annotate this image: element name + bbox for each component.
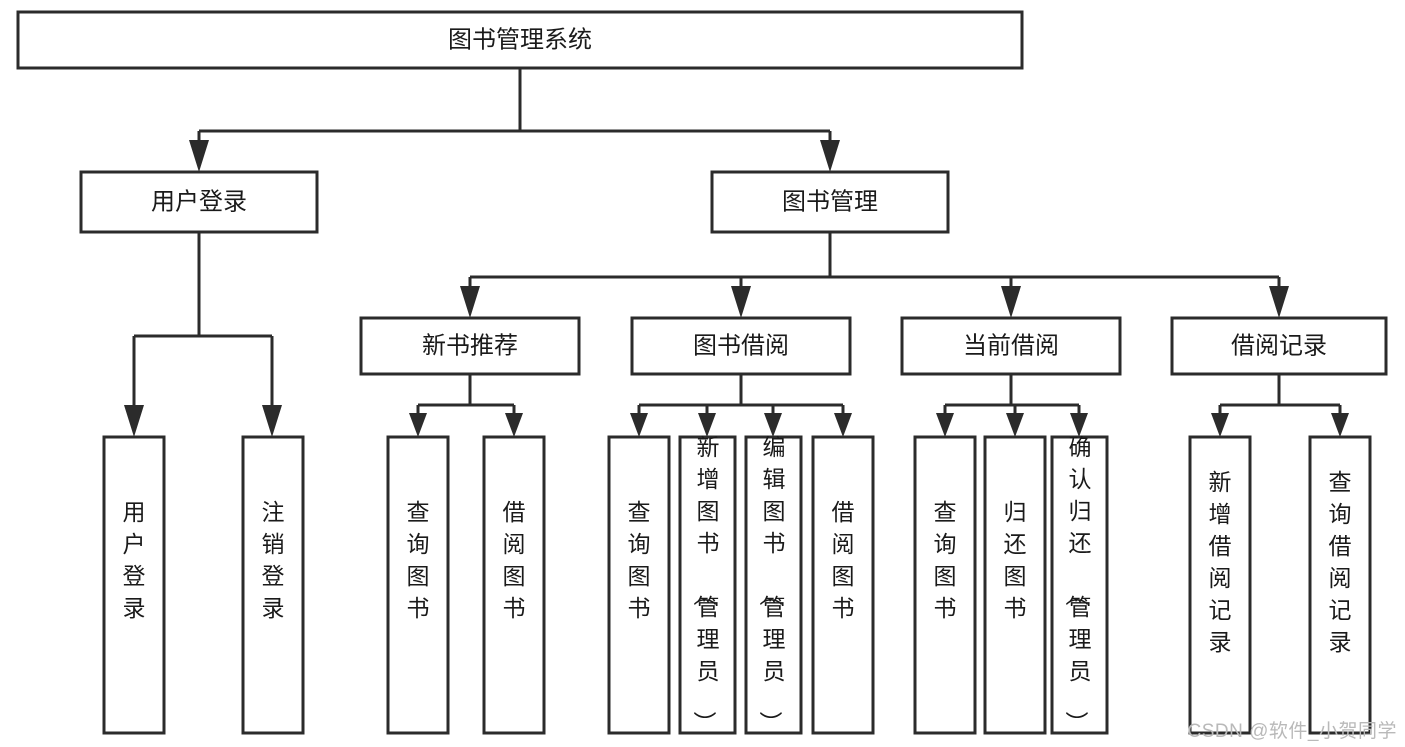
node-current-label: 当前借阅 xyxy=(963,332,1059,359)
arrow-icon-to-user-login xyxy=(189,140,209,172)
arrow-icon-to-l3 xyxy=(409,413,427,437)
node-leaf-l10[interactable]: 归还图书 xyxy=(983,435,1047,735)
node-leaf-l5-box[interactable] xyxy=(607,435,671,735)
node-current-box[interactable] xyxy=(900,316,1122,376)
node-book-mgmt-box[interactable] xyxy=(710,170,950,234)
node-records-label: 借阅记录 xyxy=(1231,332,1327,359)
node-current[interactable]: 当前借阅 xyxy=(900,316,1122,376)
node-new-rec[interactable]: 新书推荐 xyxy=(359,316,581,376)
arrow-icon-to-records xyxy=(1269,286,1289,318)
node-leaf-l1-box[interactable] xyxy=(102,435,166,735)
node-leaf-l13-label: 查询借阅记录 xyxy=(1329,469,1352,655)
node-leaf-l12[interactable]: 新增借阅记录 xyxy=(1188,435,1252,735)
arrow-icon-to-l10 xyxy=(1006,413,1024,437)
node-leaf-l7-label: 编辑图书（管理员） xyxy=(758,434,786,734)
node-root-label: 图书管理系统 xyxy=(448,26,592,53)
arrow-icon-to-new-rec xyxy=(460,286,480,318)
node-borrow-label: 图书借阅 xyxy=(693,332,789,359)
node-leaf-l10-label: 归还图书 xyxy=(1004,499,1027,621)
node-root-box[interactable] xyxy=(16,10,1024,70)
node-user-login-label: 用户登录 xyxy=(151,188,247,215)
node-leaf-l13[interactable]: 查询借阅记录 xyxy=(1308,435,1372,735)
node-leaf-l4[interactable]: 借阅图书 xyxy=(482,435,546,735)
node-new-rec-box[interactable] xyxy=(359,316,581,376)
node-leaf-l2[interactable]: 注销登录 xyxy=(241,435,305,735)
node-user-login-box[interactable] xyxy=(79,170,319,234)
node-leaf-l1[interactable]: 用户登录 xyxy=(102,435,166,735)
arrowhead-layer xyxy=(124,140,1349,437)
node-leaf-l11-box[interactable] xyxy=(1050,435,1109,735)
node-leaf-l9-label: 查询图书 xyxy=(934,499,957,621)
node-leaf-l6-box[interactable] xyxy=(678,435,737,735)
arrow-icon-to-l12 xyxy=(1211,413,1229,437)
node-leaf-l3[interactable]: 查询图书 xyxy=(386,435,450,735)
arrow-icon-to-l13 xyxy=(1331,413,1349,437)
node-leaf-l7[interactable]: 编辑图书（管理员） xyxy=(744,434,803,735)
arrow-icon-to-l9 xyxy=(936,413,954,437)
node-leaf-l6-label: 新增图书（管理员） xyxy=(692,434,720,734)
node-leaf-l8-label: 借阅图书 xyxy=(832,499,855,621)
node-new-rec-label: 新书推荐 xyxy=(422,332,518,359)
node-leaf-l4-box[interactable] xyxy=(482,435,546,735)
node-user-login[interactable]: 用户登录 xyxy=(79,170,319,234)
node-records-box[interactable] xyxy=(1170,316,1388,376)
arrow-icon-to-borrow xyxy=(731,286,751,318)
node-leaf-l1-label: 用户登录 xyxy=(123,499,146,621)
node-book-mgmt-label: 图书管理 xyxy=(782,188,878,215)
arrow-icon-to-current xyxy=(1001,286,1021,318)
arrow-icon-to-l6 xyxy=(698,413,716,437)
node-borrow[interactable]: 图书借阅 xyxy=(630,316,852,376)
node-book-mgmt[interactable]: 图书管理 xyxy=(710,170,950,234)
node-leaf-l13-box[interactable] xyxy=(1308,435,1372,735)
arrow-icon-to-book-mgmt xyxy=(820,140,840,172)
node-leaf-l11-label: 确认归还（管理员） xyxy=(1064,434,1092,734)
node-root[interactable]: 图书管理系统 xyxy=(16,10,1024,70)
arrow-icon-to-l1 xyxy=(124,405,144,437)
node-leaf-l9-box[interactable] xyxy=(913,435,977,735)
arrow-icon-to-l7 xyxy=(764,413,782,437)
node-borrow-box[interactable] xyxy=(630,316,852,376)
node-leaf-l8-box[interactable] xyxy=(811,435,875,735)
node-leaf-l2-label: 注销登录 xyxy=(262,499,285,621)
node-leaf-l6[interactable]: 新增图书（管理员） xyxy=(678,434,737,735)
arrow-icon-to-l5 xyxy=(630,413,648,437)
node-leaf-l5-label: 查询图书 xyxy=(628,499,651,621)
node-leaf-l4-label: 借阅图书 xyxy=(503,499,526,621)
node-leaf-l10-box[interactable] xyxy=(983,435,1047,735)
node-leaf-l12-box[interactable] xyxy=(1188,435,1252,735)
node-leaf-l5[interactable]: 查询图书 xyxy=(607,435,671,735)
node-leaf-l3-box[interactable] xyxy=(386,435,450,735)
arrow-icon-to-l2 xyxy=(262,405,282,437)
node-leaf-l3-label: 查询图书 xyxy=(407,499,430,621)
node-leaf-l2-box[interactable] xyxy=(241,435,305,735)
edge-layer xyxy=(132,68,1342,413)
node-layer: 图书管理系统 用户登录 图书管理 新书推荐 图书借阅 xyxy=(16,10,1388,735)
node-leaf-l7-box[interactable] xyxy=(744,435,803,735)
node-leaf-l9[interactable]: 查询图书 xyxy=(913,435,977,735)
arrow-icon-to-l8 xyxy=(834,413,852,437)
node-leaf-l12-label: 新增借阅记录 xyxy=(1209,469,1232,655)
node-records[interactable]: 借阅记录 xyxy=(1170,316,1388,376)
arrow-icon-to-l11 xyxy=(1070,413,1088,437)
node-leaf-l11[interactable]: 确认归还（管理员） xyxy=(1050,434,1109,735)
csdn-watermark: CSDN @软件_小贺同学 xyxy=(1187,721,1397,742)
arrow-icon-to-l4 xyxy=(505,413,523,437)
node-leaf-l8[interactable]: 借阅图书 xyxy=(811,435,875,735)
